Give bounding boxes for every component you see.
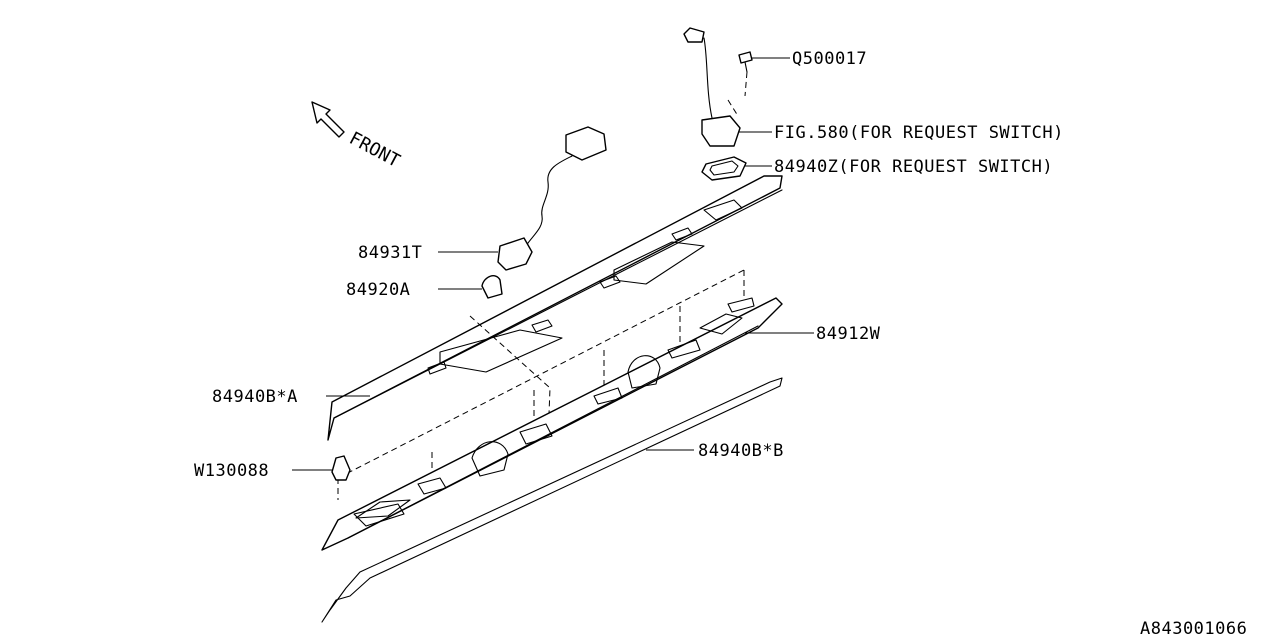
leader-lines [292, 57, 814, 471]
screw-q500017 [738, 51, 753, 97]
socket-harness-84931t [497, 126, 607, 271]
front-arrow-icon [311, 101, 345, 138]
lamp-base-84912w [321, 297, 783, 551]
garnish-84940b-a [327, 175, 783, 441]
gasket-84940z [701, 156, 747, 181]
request-switch [683, 27, 741, 147]
catalog-id: A843001066 [1140, 619, 1247, 639]
callout-fig580: FIG.580(FOR REQUEST SWITCH) [774, 123, 1064, 143]
callout-84940b-b: 84940B*B [698, 441, 784, 461]
callout-q500017: Q500017 [792, 49, 867, 69]
callout-84931t: 84931T [358, 243, 422, 263]
callout-84912w: 84912W [816, 324, 881, 344]
callout-84940b-a: 84940B*A [212, 387, 298, 407]
front-label: FRONT [346, 128, 404, 172]
callout-84920a: 84920A [346, 280, 410, 300]
callout-w130088: W130088 [194, 461, 269, 481]
callout-84940z: 84940Z(FOR REQUEST SWITCH) [774, 157, 1053, 177]
bulb-84920a [481, 275, 503, 299]
seal-84940b-b [321, 377, 783, 623]
clip-w130088 [331, 455, 351, 481]
